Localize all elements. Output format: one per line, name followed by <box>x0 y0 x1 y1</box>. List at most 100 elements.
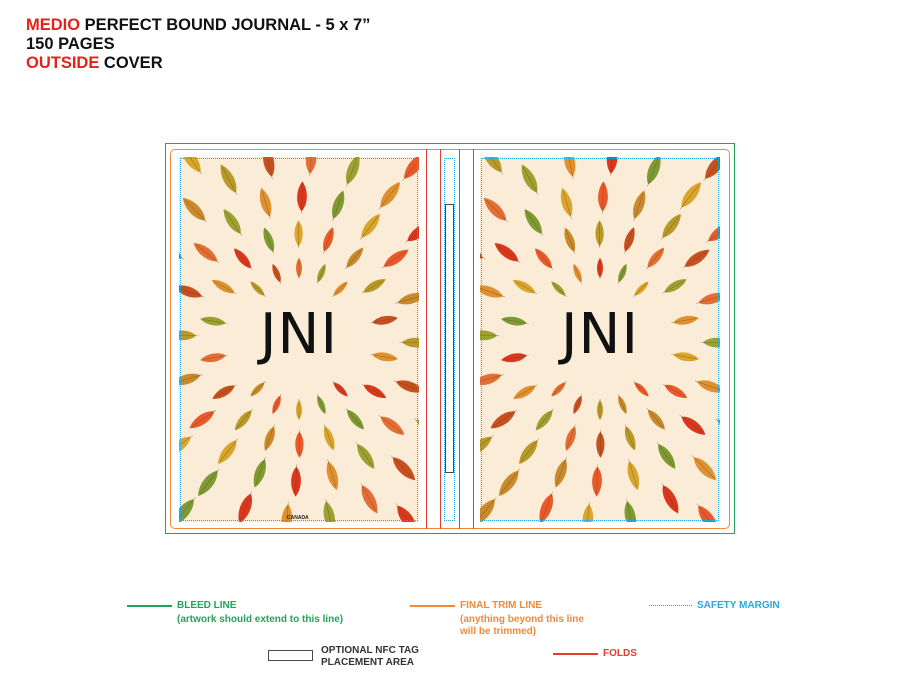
leaf-shape <box>345 408 364 430</box>
leaf-pattern-front <box>480 157 720 522</box>
legend-nfc-swatch <box>268 650 313 661</box>
back-cover-logo: JNI <box>260 302 338 367</box>
leaf-shape <box>294 220 303 249</box>
legend-trim-swatch <box>410 605 455 607</box>
leaf-shape <box>624 498 636 522</box>
title-line-3: OUTSIDE COVER <box>26 54 370 73</box>
leaf-shape <box>316 263 326 284</box>
fold-line-1 <box>426 149 427 529</box>
leaf-shape <box>323 227 334 254</box>
safety-margin-spine <box>444 158 455 521</box>
leaf-shape <box>291 464 301 497</box>
title-highlight-outside: OUTSIDE <box>26 54 100 72</box>
leaf-shape <box>395 292 419 305</box>
back-cover-panel: JNI CANADA <box>179 157 419 522</box>
leaf-shape <box>696 503 719 522</box>
leaf-shape <box>182 197 208 223</box>
leaf-shape <box>390 455 416 481</box>
leaf-shape <box>263 227 275 254</box>
legend-safety-title: SAFETY MARGIN <box>697 600 780 611</box>
leaf-shape <box>700 337 720 348</box>
leaf-shape <box>512 280 538 295</box>
leaf-shape <box>606 157 618 177</box>
leaf-shape <box>259 187 272 219</box>
leaf-shape <box>597 257 603 280</box>
leaf-shape <box>617 394 627 415</box>
leaf-shape <box>263 157 275 180</box>
leaf-shape <box>671 315 699 325</box>
leaf-shape <box>395 503 418 522</box>
leaf-shape <box>494 243 521 263</box>
leaf-shape <box>551 381 567 397</box>
leaf-shape <box>480 373 504 386</box>
leaf-shape <box>360 483 378 514</box>
leaf-shape <box>524 209 544 236</box>
leaf-shape <box>679 181 701 210</box>
leaf-shape <box>662 279 687 294</box>
leaf-shape <box>200 316 228 326</box>
leaf-shape <box>179 242 185 260</box>
legend-nfc-title-1: OPTIONAL NFC TAG <box>321 645 419 656</box>
title-highlight-medio: MEDIO <box>26 16 81 34</box>
title-cover: COVER <box>99 54 163 72</box>
leaf-shape <box>573 263 583 284</box>
title-block: MEDIO PERFECT BOUND JOURNAL - 5 x 7” 150… <box>26 16 370 73</box>
leaf-shape <box>238 491 252 522</box>
leaf-shape <box>592 464 602 497</box>
leaf-shape <box>627 459 640 491</box>
leaf-shape <box>198 468 220 497</box>
leaf-shape <box>296 398 302 421</box>
leaf-shape <box>359 213 380 240</box>
fold-line-2 <box>440 149 441 529</box>
leaf-shape <box>565 424 576 451</box>
leaf-shape <box>564 157 576 180</box>
leaf-shape <box>253 456 266 488</box>
leaf-shape <box>656 442 676 469</box>
leaf-shape <box>179 330 199 341</box>
leaf-shape <box>355 442 375 469</box>
leaf-shape <box>624 424 636 451</box>
leaf-shape <box>671 352 699 362</box>
leaf-shape <box>250 281 266 297</box>
leaf-shape <box>223 209 243 236</box>
safety-margin-back <box>180 158 418 521</box>
leaf-shape <box>573 394 583 415</box>
leaf-shape <box>297 181 307 214</box>
leaf-shape <box>714 418 720 436</box>
legend-bleed-swatch <box>127 605 172 607</box>
leaf-shape <box>272 394 282 415</box>
leaf-shape <box>501 316 529 326</box>
leaf-shape <box>598 181 608 214</box>
leaf-shape <box>661 483 679 514</box>
leaf-shape <box>220 164 238 195</box>
leaf-shape <box>539 491 553 522</box>
leaf-shape <box>345 247 364 270</box>
leaf-shape <box>480 330 500 341</box>
leaf-shape <box>597 398 603 421</box>
leaf-shape <box>617 263 627 284</box>
leaf-shape <box>513 384 538 399</box>
leaf-shape <box>480 242 486 260</box>
leaf-shape <box>179 497 196 522</box>
leaf-shape <box>633 190 646 222</box>
fold-line-4 <box>473 149 474 529</box>
fold-line-3 <box>459 149 460 529</box>
leaf-shape <box>378 181 400 210</box>
front-cover-logo: JNI <box>561 302 639 367</box>
leaf-shape <box>560 187 573 219</box>
leaf-shape <box>646 408 665 430</box>
leaf-shape <box>332 381 348 397</box>
leaf-shape <box>179 373 203 386</box>
leaf-shape <box>696 292 720 305</box>
leaf-shape <box>272 263 282 284</box>
leaf-shape <box>370 352 398 362</box>
legend-bleed-note: (artwork should extend to this line) <box>177 614 344 625</box>
leaf-shape <box>633 281 649 297</box>
leaf-shape <box>250 381 266 397</box>
leaf-shape <box>490 409 518 429</box>
leaf-shape <box>332 281 348 297</box>
leaf-shape <box>381 249 409 269</box>
leaf-shape <box>519 438 540 465</box>
leaf-shape <box>483 197 509 223</box>
leaf-shape <box>295 429 304 458</box>
